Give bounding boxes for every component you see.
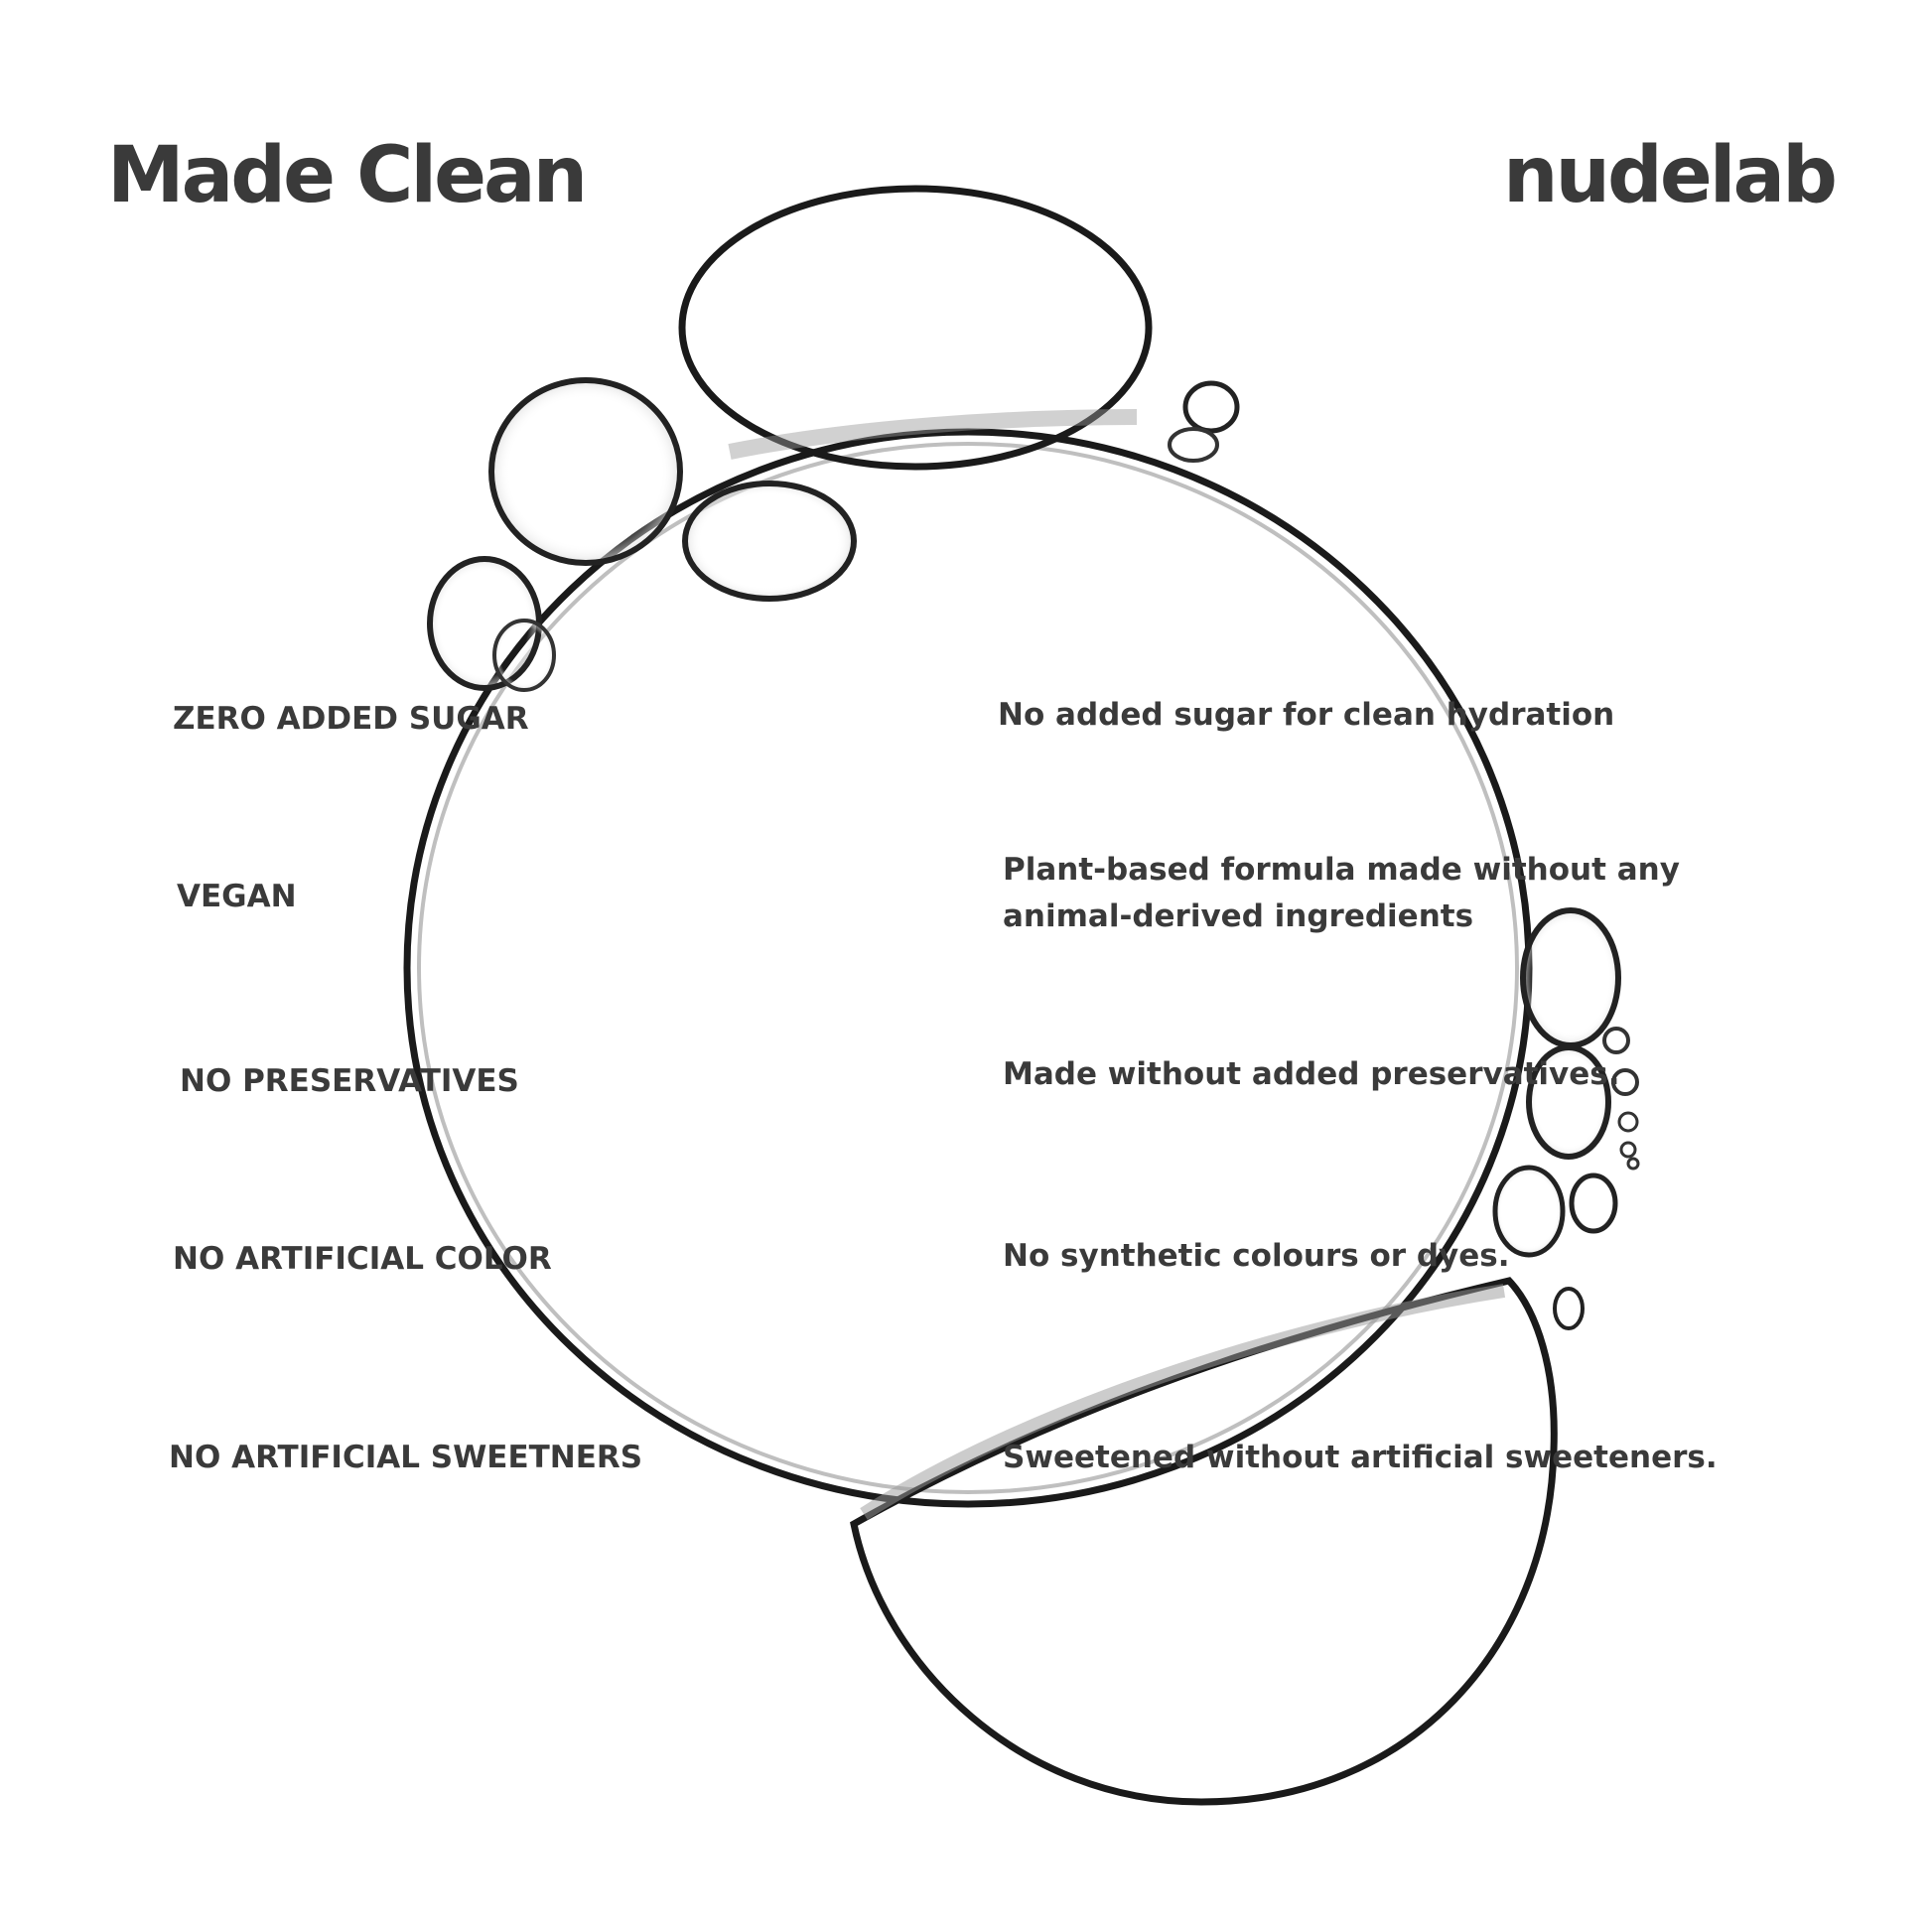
side-bubble-5 (1553, 1287, 1585, 1330)
feature-description: Sweetened without artificial sweeteners. (1003, 1440, 1718, 1475)
feature-label: ZERO ADDED SUGAR (173, 701, 529, 737)
top-bubble (678, 185, 1153, 471)
large-bubble-highlight (417, 442, 1519, 1494)
page-title: Made Clean (107, 131, 588, 220)
cluster-bubble-6 (1168, 427, 1219, 463)
brand-logo: nudelab (1503, 131, 1838, 220)
lower-bubble-film (860, 1284, 1506, 1520)
cluster-bubble-5 (1182, 380, 1240, 434)
side-bubble-6 (1602, 1027, 1630, 1054)
cluster-bubble-1 (488, 377, 683, 566)
cluster-bubble-4 (492, 619, 556, 692)
feature-label: VEGAN (177, 879, 297, 914)
feature-description: Made without added preservatives. (1003, 1056, 1620, 1092)
feature-label: NO PRESERVATIVES (180, 1063, 519, 1099)
side-bubble-4 (1569, 1173, 1618, 1234)
side-bubble-9 (1619, 1141, 1637, 1159)
side-bubble-8 (1617, 1111, 1639, 1133)
feature-description: Plant-based formula made without any ani… (1003, 852, 1680, 934)
feature-description: No added sugar for clean hydration (998, 697, 1615, 733)
top-bubble-film (728, 409, 1138, 460)
side-bubble-7 (1611, 1068, 1639, 1096)
side-bubble-3 (1492, 1165, 1566, 1258)
side-bubble-10 (1626, 1157, 1640, 1171)
feature-label: NO ARTIFICIAL COLOR (173, 1241, 552, 1277)
large-bubble (403, 428, 1533, 1508)
feature-label: NO ARTIFICIAL SWEETNERS (169, 1440, 643, 1475)
side-bubble-2 (1526, 1044, 1611, 1160)
cluster-bubble-2 (682, 481, 857, 602)
feature-description: No synthetic colours or dyes. (1003, 1238, 1510, 1274)
